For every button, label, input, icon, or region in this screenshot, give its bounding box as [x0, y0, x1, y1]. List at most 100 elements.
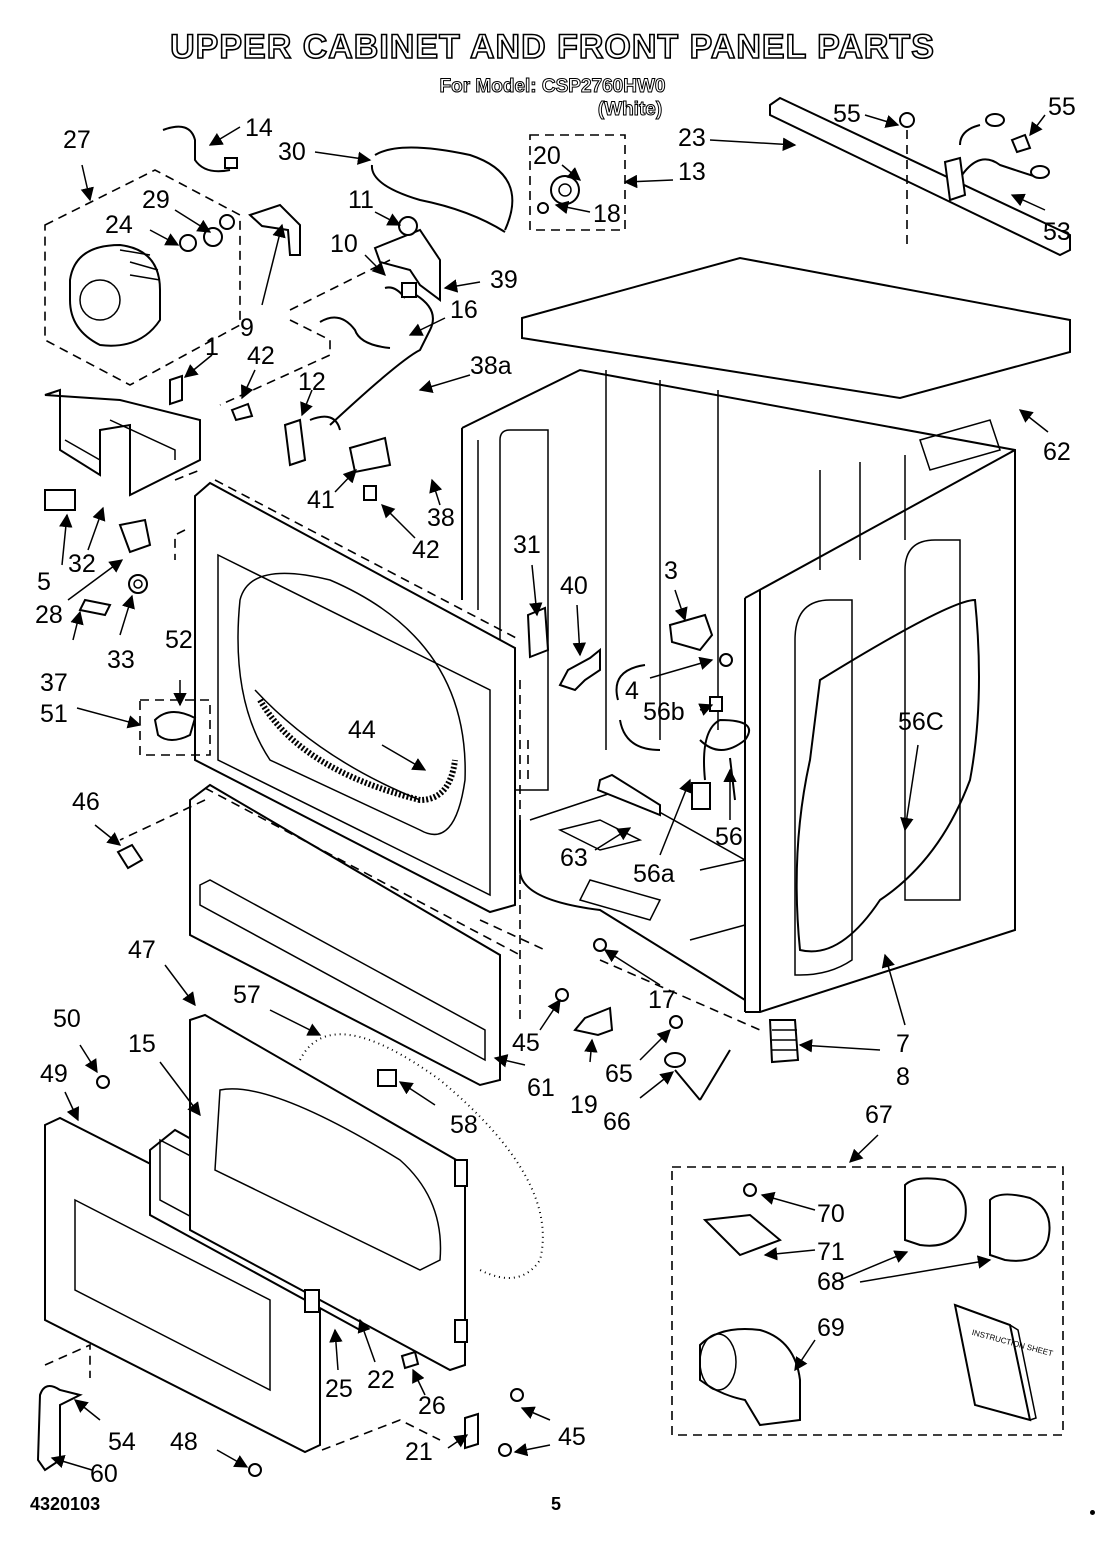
- toe-panel-61: [189, 783, 501, 1087]
- callout-24: 24: [105, 211, 133, 239]
- small-hardware: [44, 938, 731, 1477]
- callout-40: 40: [560, 572, 588, 600]
- callout-56b: 56b: [643, 698, 685, 726]
- kit-67-box: [671, 1166, 1064, 1436]
- callout-11: 11: [348, 186, 374, 214]
- callout-70: 70: [817, 1200, 845, 1228]
- door-seal-44: [257, 698, 458, 804]
- callout-61: 61: [527, 1074, 555, 1102]
- callout-27: 27: [63, 126, 91, 154]
- callout-57: 57: [233, 981, 261, 1009]
- callout-32: 32: [68, 550, 96, 578]
- callout-20: 20: [533, 142, 561, 170]
- thermal-fuse-parts: [283, 282, 434, 501]
- motor-27: [69, 243, 161, 347]
- door-seal-57: [299, 1033, 544, 1279]
- callout-18: 18: [593, 200, 621, 228]
- callout-4: 4: [625, 677, 639, 705]
- corner-mark: [1090, 1510, 1095, 1515]
- callout-65: 65: [605, 1060, 633, 1088]
- callout-68: 68: [817, 1268, 845, 1296]
- callout-52: 52: [165, 626, 193, 654]
- callout-66: 66: [603, 1108, 631, 1136]
- callout-21: 21: [405, 1438, 433, 1466]
- cabinet-top-panel: [521, 256, 1071, 400]
- cabinet-base: [529, 789, 746, 1000]
- callout-41: 41: [307, 486, 335, 514]
- callout-60: 60: [90, 1460, 118, 1488]
- callout-7: 7: [896, 1030, 910, 1058]
- motor-pulley-parts: [179, 203, 301, 256]
- page-title: UPPER CABINET AND FRONT PANEL PARTS: [169, 27, 935, 67]
- color-note: (White): [597, 99, 663, 121]
- callout-63: 63: [560, 844, 588, 872]
- callout-28: 28: [35, 601, 63, 629]
- callout-56a: 56a: [633, 860, 675, 888]
- callout-50: 50: [53, 1005, 81, 1033]
- callout-16: 16: [450, 296, 478, 324]
- document-number: 4320103: [30, 1494, 101, 1514]
- top-brace-23: [769, 96, 1071, 257]
- callout-8: 8: [896, 1063, 910, 1091]
- callout-17: 17: [648, 986, 676, 1014]
- callout-48: 48: [170, 1428, 198, 1456]
- callout-5: 5: [37, 568, 51, 596]
- callout-67: 67: [865, 1101, 893, 1129]
- callout-51: 51: [40, 700, 68, 728]
- front-panel: [194, 481, 516, 914]
- callout-1: 1: [205, 333, 219, 361]
- callout-38a: 38a: [470, 352, 512, 380]
- callout-33: 33: [107, 646, 135, 674]
- drive-belt-30: [370, 146, 514, 233]
- callout-54: 54: [108, 1428, 136, 1456]
- cable-tie-63: [596, 773, 661, 817]
- callout-9: 9: [240, 314, 254, 342]
- callout-12: 12: [298, 368, 326, 396]
- leader-lines: [50, 114, 1049, 1471]
- cabinet-body: [461, 368, 1016, 1013]
- outer-door-49: [44, 1116, 321, 1454]
- callout-31: 31: [513, 531, 541, 559]
- callout-26: 26: [418, 1392, 446, 1420]
- inner-door-47: [189, 1013, 466, 1372]
- callout-13: 13: [678, 158, 706, 186]
- callout-44: 44: [348, 716, 376, 744]
- callout-45a: 45: [512, 1029, 540, 1057]
- callout-49: 49: [40, 1060, 68, 1088]
- callout-29: 29: [142, 186, 170, 214]
- callout-39: 39: [490, 266, 518, 294]
- callout-22: 22: [367, 1366, 395, 1394]
- callout-37: 37: [40, 669, 68, 697]
- pulley-13: [529, 134, 626, 231]
- callout-55b: 55: [1048, 93, 1076, 121]
- callout-46: 46: [72, 788, 100, 816]
- callout-56C: 56C: [898, 708, 944, 736]
- callout-30: 30: [278, 138, 306, 166]
- page-number: 5: [551, 1494, 562, 1514]
- bracket-40: [526, 606, 601, 692]
- callout-42b: 42: [412, 536, 440, 564]
- callout-19: 19: [570, 1091, 598, 1119]
- callout-56: 56: [715, 823, 743, 851]
- callout-15: 15: [128, 1030, 156, 1058]
- callout-69: 69: [817, 1314, 845, 1342]
- callout-45b: 45: [558, 1423, 586, 1451]
- wire-harness-56: [691, 718, 751, 860]
- kit-parts: [699, 1177, 1051, 1427]
- switch-parts: [78, 374, 254, 617]
- callout-38: 38: [427, 504, 455, 532]
- callout-58: 58: [450, 1111, 478, 1139]
- callout-14: 14: [245, 114, 273, 142]
- hinge-46: [116, 843, 144, 870]
- door-handle-60: [36, 1385, 83, 1472]
- door-hardware: [304, 1069, 468, 1343]
- ground-strap-53: [943, 113, 1050, 202]
- callout-10: 10: [330, 230, 358, 258]
- motor-group-outline: [44, 169, 241, 386]
- wire-harness-14: [162, 125, 238, 173]
- callout-71: 71: [817, 1238, 845, 1266]
- callout-47: 47: [128, 936, 156, 964]
- callout-53: 53: [1043, 218, 1071, 246]
